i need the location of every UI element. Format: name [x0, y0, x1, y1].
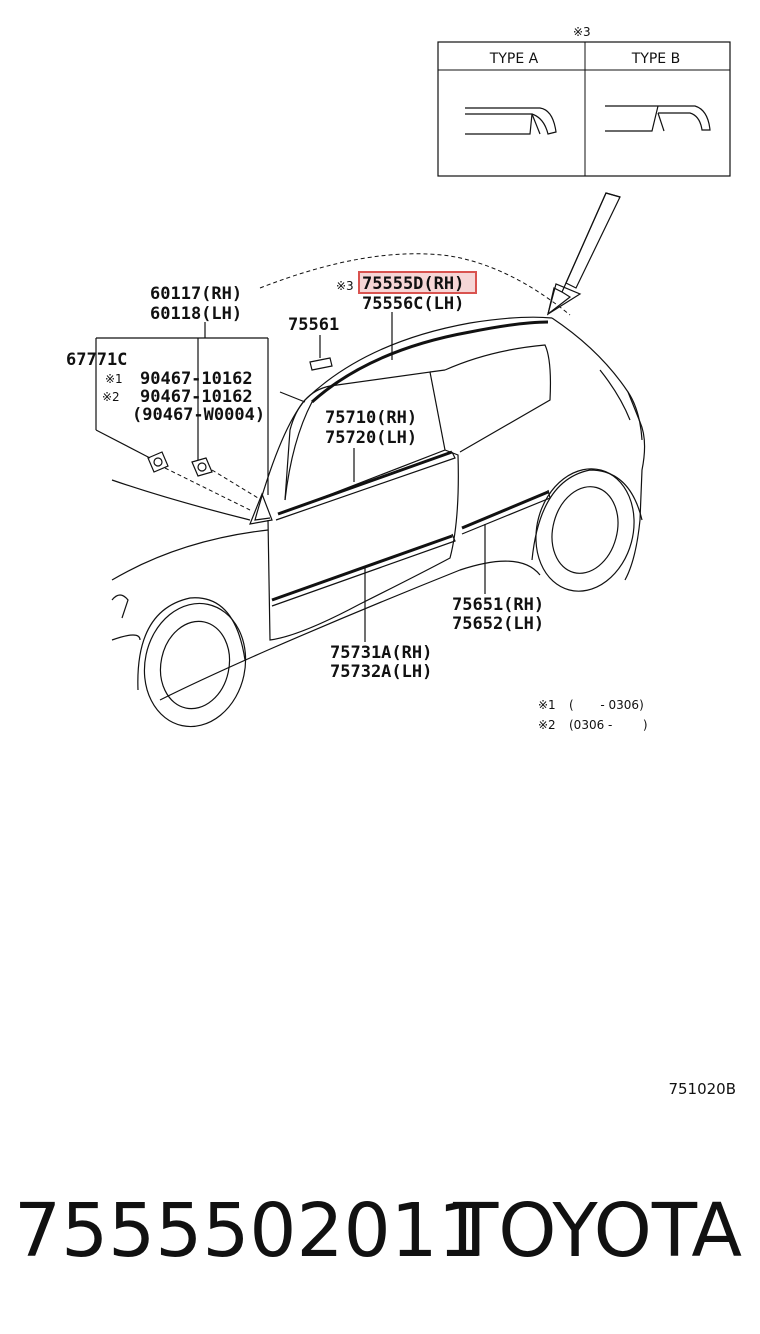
legend-note2-mark: ※2 — [538, 718, 556, 732]
legend: ※1 ( - 0306) ※2 (0306 - ) — [538, 698, 648, 732]
clip-75561 — [309, 357, 333, 371]
label-75556c: 75556C(LH) — [362, 294, 464, 314]
inset-frame — [437, 41, 731, 177]
leader-lines — [95, 312, 486, 642]
callout-arrow — [547, 192, 621, 316]
label-75731a: 75731A(RH) — [330, 643, 432, 663]
legend-note1-range: ( - 0306) — [569, 698, 644, 712]
label-90467-10162-b: 90467-10162 — [140, 387, 253, 407]
label-75561: 75561 — [288, 315, 339, 335]
type-a-label: TYPE A — [489, 51, 539, 67]
label-75710: 75710(RH) — [325, 408, 417, 428]
label-60118: 60118(LH) — [150, 304, 242, 324]
label-90467-w0004: (90467-W0004) — [132, 405, 265, 425]
label-67771c: 67771C — [66, 350, 127, 370]
type-a-profile — [465, 107, 557, 135]
profile-inset: ※3 TYPE A TYPE B — [437, 25, 731, 177]
clip-67771c — [147, 451, 169, 473]
legend-note2-range: (0306 - ) — [569, 718, 648, 732]
diagram-code: 751020B — [668, 1080, 736, 1098]
legend-note1-mark: ※1 — [538, 698, 556, 712]
highlight-box — [358, 271, 477, 294]
part-labels: 60117(RH) 60118(LH) ※3 75555D(RH) 75556C… — [66, 271, 544, 682]
footer-brand: TOYOTA — [452, 1188, 742, 1274]
type-b-profile — [605, 105, 711, 132]
label-60117: 60117(RH) — [150, 284, 242, 304]
label-75555d[interactable]: 75555D(RH) — [362, 274, 464, 294]
label-75651: 75651(RH) — [452, 595, 544, 615]
clip-parts — [147, 357, 333, 477]
type-b-label: TYPE B — [631, 51, 680, 67]
car-body — [111, 253, 646, 728]
label-75720: 75720(LH) — [325, 428, 417, 448]
label-75652: 75652(LH) — [452, 614, 544, 634]
label-90467-10162-a: 90467-10162 — [140, 369, 253, 389]
label-note3: ※3 — [336, 279, 354, 293]
footer-part-number: 7555502011 — [14, 1188, 485, 1274]
clip-90467 — [191, 457, 213, 477]
label-note2: ※2 — [102, 390, 120, 404]
label-75732a: 75732A(LH) — [330, 662, 432, 682]
label-note1: ※1 — [105, 372, 123, 386]
inset-note: ※3 — [573, 25, 591, 39]
